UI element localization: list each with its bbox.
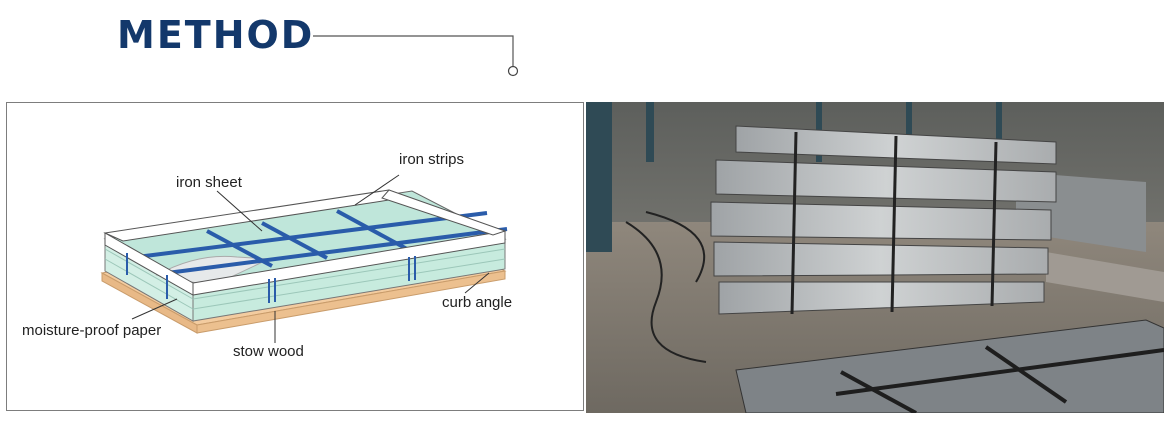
label-iron-sheet: iron sheet <box>176 174 242 191</box>
packing-diagram-panel: iron strips iron sheet curb angle moistu… <box>6 102 584 411</box>
steel-stack <box>710 125 1057 315</box>
packing-diagram <box>100 174 508 343</box>
label-iron-strips: iron strips <box>399 151 465 168</box>
label-curb-angle: curb angle <box>442 294 513 311</box>
iron-strips <box>136 209 508 275</box>
title-connector-line <box>313 35 519 77</box>
label-stow-wood: stow wood <box>233 343 304 360</box>
photo-illustration <box>586 102 1164 413</box>
warehouse-photo <box>586 102 1164 413</box>
curb-angle <box>103 189 507 296</box>
foreground-sheets <box>735 319 1164 413</box>
label-moisture-proof-paper: moisture-proof paper <box>22 322 162 339</box>
section-title: METHOD <box>117 13 315 57</box>
